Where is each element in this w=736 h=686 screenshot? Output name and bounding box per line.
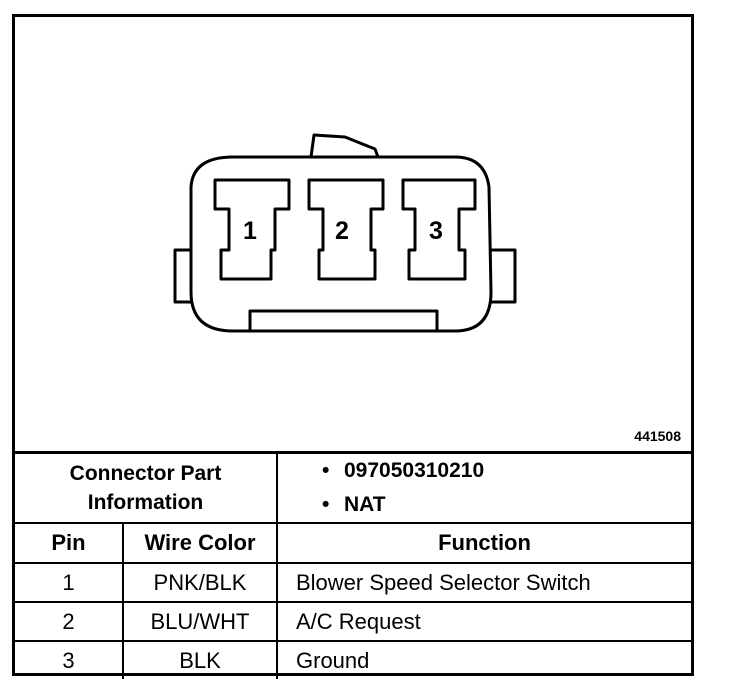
connector-body bbox=[189, 155, 493, 333]
function-cell: Blower Speed Selector Switch bbox=[276, 562, 691, 603]
table-row: 2 BLU/WHT A/C Request bbox=[15, 601, 691, 642]
pinout-sheet: 1 2 3 441508 Connector Part Information … bbox=[12, 14, 694, 679]
part-number: 097050310210 bbox=[344, 459, 485, 482]
table-row: 3 BLK Ground bbox=[15, 640, 691, 679]
function-cell: A/C Request bbox=[276, 601, 691, 642]
header-wire-color: Wire Color bbox=[122, 522, 278, 564]
bullet-icon: • bbox=[322, 493, 330, 516]
header-pin: Pin bbox=[15, 522, 124, 564]
info-item: • 097050310210 bbox=[322, 454, 691, 488]
cavity-3 bbox=[401, 178, 477, 281]
cavity-label-1: 1 bbox=[243, 217, 257, 245]
connector-info-label-line1: Connector Part bbox=[69, 462, 222, 485]
locking-tab bbox=[309, 133, 380, 158]
connector-info-label: Connector Part Information bbox=[15, 451, 278, 524]
cavity-2 bbox=[307, 178, 385, 281]
table-header-row: Pin Wire Color Function bbox=[15, 522, 691, 564]
figure-id: 441508 bbox=[634, 428, 681, 444]
function-cell: Ground bbox=[276, 640, 691, 679]
pinout-table: Connector Part Information • 097050310210… bbox=[15, 451, 691, 679]
left-latch bbox=[173, 248, 191, 304]
wire-color-cell: BLK bbox=[122, 640, 278, 679]
pin-cell: 2 bbox=[15, 601, 124, 642]
cavity-label-3: 3 bbox=[429, 217, 443, 245]
wire-color-cell: BLU/WHT bbox=[122, 601, 278, 642]
connector-info-values: • 097050310210 • NAT bbox=[276, 451, 691, 524]
right-latch bbox=[491, 248, 517, 304]
connector-diagram: 1 2 3 441508 bbox=[15, 17, 691, 451]
connector-face-drawing bbox=[173, 133, 517, 333]
header-function: Function bbox=[276, 522, 691, 564]
pin-cell: 3 bbox=[15, 640, 124, 679]
connector-info-row: Connector Part Information • 097050310210… bbox=[15, 451, 691, 524]
cavity-1 bbox=[213, 178, 291, 281]
table-row: 1 PNK/BLK Blower Speed Selector Switch bbox=[15, 562, 691, 603]
info-item: • NAT bbox=[322, 488, 691, 522]
connector-color: NAT bbox=[344, 493, 386, 516]
cavity-label-2: 2 bbox=[335, 217, 349, 245]
wire-color-cell: PNK/BLK bbox=[122, 562, 278, 603]
connector-info-label-line2: Information bbox=[87, 491, 204, 514]
key-slot bbox=[248, 309, 439, 331]
pin-cell: 1 bbox=[15, 562, 124, 603]
bullet-icon: • bbox=[322, 459, 330, 482]
